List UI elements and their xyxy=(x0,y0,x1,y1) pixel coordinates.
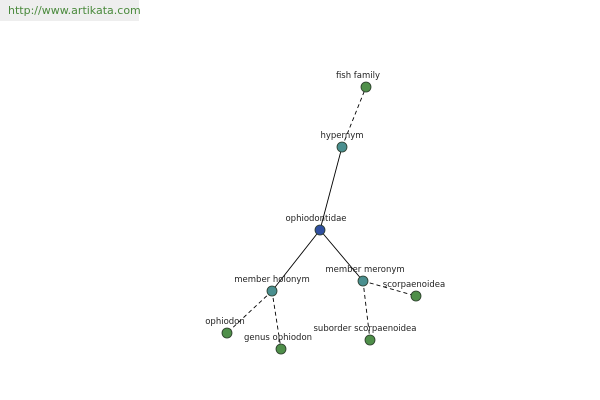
edge-member-meronym-suborder-scorpaenoidea xyxy=(362,280,371,341)
edge-member-holonym-ophiodon xyxy=(226,290,273,334)
label-fish-family[interactable]: fish family xyxy=(336,71,380,81)
edge-ophiodontidae-hypernym xyxy=(319,146,343,231)
label-scorpaenoidea[interactable]: scorpaenoidea xyxy=(383,280,445,290)
node-ophiodon[interactable] xyxy=(221,327,233,339)
node-hypernym[interactable] xyxy=(336,141,348,153)
label-ophiodontidae[interactable]: ophiodontidae xyxy=(285,214,346,224)
node-member-holonym[interactable] xyxy=(266,285,278,297)
watermark-url[interactable]: http://www.artikata.com xyxy=(0,0,141,21)
label-member-meronym[interactable]: member meronym xyxy=(325,265,404,275)
edge-layer xyxy=(226,86,417,350)
node-ophiodontidae[interactable] xyxy=(314,224,326,236)
label-genus-ophiodon[interactable]: genus ophiodon xyxy=(244,333,312,343)
label-member-holonym[interactable]: member holonym xyxy=(234,275,309,285)
node-layer: ophiodontidae hypernym fish family member h… xyxy=(205,71,445,355)
label-suborder-scorpaenoidea[interactable]: suborder scorpaenoidea xyxy=(314,324,417,334)
node-member-meronym[interactable] xyxy=(357,275,369,287)
label-hypernym[interactable]: hypernym xyxy=(320,131,363,141)
edge-ophiodontidae-member-holonym xyxy=(271,229,321,292)
edge-member-meronym-scorpaenoidea xyxy=(362,280,417,297)
node-scorpaenoidea[interactable] xyxy=(410,290,422,302)
edge-ophiodontidae-member-meronym xyxy=(319,229,364,282)
node-genus-ophiodon[interactable] xyxy=(275,343,287,355)
edge-member-holonym-genus-ophiodon xyxy=(271,290,282,350)
edge-hypernym-fish-family xyxy=(341,86,367,148)
label-ophiodon[interactable]: ophiodon xyxy=(205,317,245,327)
node-suborder-scorpaenoidea[interactable] xyxy=(364,334,376,346)
node-fish-family[interactable] xyxy=(360,81,372,93)
